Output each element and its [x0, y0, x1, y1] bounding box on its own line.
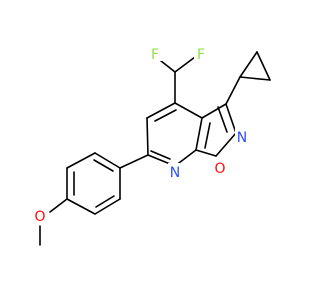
bond	[215, 132, 237, 157]
bond	[201, 103, 227, 119]
bond	[174, 56, 196, 73]
bond	[239, 51, 258, 78]
atom-isoxazole-oxygen: O	[214, 161, 225, 177]
atom-pyridine-nitrogen: N	[170, 165, 180, 181]
bond	[174, 102, 203, 119]
bond	[94, 198, 121, 215]
bond-layer	[39, 51, 271, 246]
atom-isoxazole-nitrogen: N	[237, 130, 247, 146]
bond	[146, 102, 176, 119]
bond	[195, 149, 217, 157]
bond	[66, 152, 96, 169]
bond	[204, 122, 211, 149]
bond	[49, 198, 68, 213]
bond	[95, 195, 115, 208]
bond	[119, 154, 149, 169]
bond	[66, 198, 96, 215]
molecule-structure-diagram: F F N O N O	[33, 45, 271, 246]
bond	[225, 103, 237, 134]
bond	[93, 159, 114, 172]
bond	[150, 150, 171, 160]
bond	[195, 117, 203, 151]
bond	[225, 76, 241, 105]
bond	[146, 117, 149, 156]
bond	[217, 106, 228, 133]
bond	[154, 109, 177, 122]
bond	[239, 76, 271, 81]
bond	[256, 51, 271, 81]
atom-fluorine-2: F	[197, 47, 205, 63]
bond	[94, 152, 121, 169]
atom-methoxy-oxygen: O	[34, 209, 45, 225]
atom-fluorine-1: F	[151, 47, 159, 63]
atom-label-layer: F F N O N O	[33, 45, 249, 225]
